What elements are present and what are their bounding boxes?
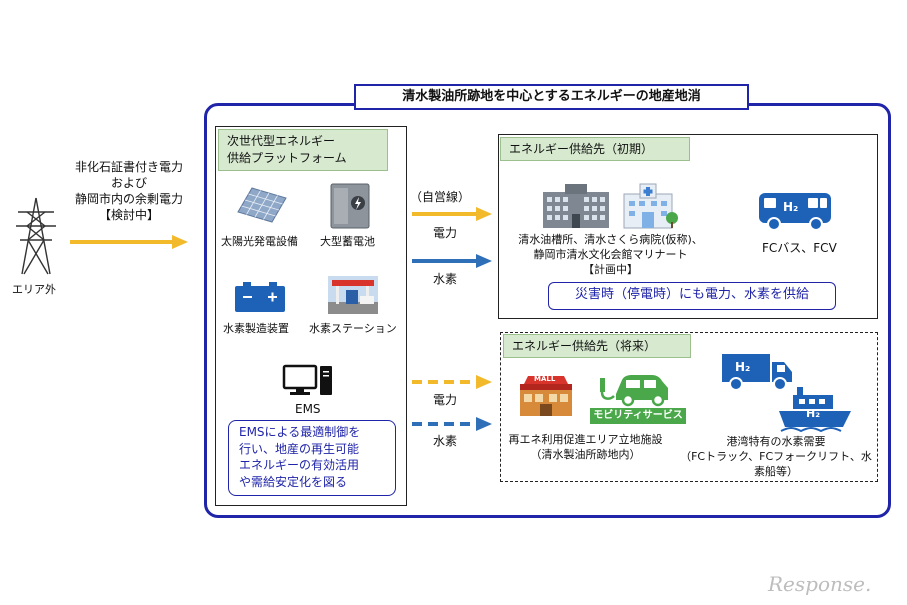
platform-label: 次世代型エネルギー 供給プラットフォーム: [218, 129, 388, 171]
solar-panel-icon: [237, 187, 287, 223]
ems-desc-line-4: や需給安定化を図る: [239, 474, 348, 489]
ev-car-icon: [600, 375, 668, 407]
input-line-1: 非化石証書付き電力: [74, 160, 183, 174]
hydrogen-station-icon: [328, 276, 378, 314]
hydrogen-arrow-bottom: [412, 417, 492, 431]
supply-future-box: [500, 332, 878, 482]
fc-bus-icon: [759, 193, 831, 231]
mall-icon: [520, 376, 572, 416]
demand-line-2: （FCトラック、FCフォークリフト、水素船等）: [680, 450, 872, 478]
tower-label: エリア外: [12, 283, 56, 296]
input-line-4: 【検討中】: [98, 208, 159, 222]
electrolyzer-icon: [235, 282, 285, 312]
disaster-note: 災害時（停電時）にも電力、水素を供給: [548, 282, 836, 310]
bus-h2-text: H₂: [783, 200, 799, 214]
power-arrow-top: [412, 207, 492, 221]
truck-h2-text: H₂: [735, 360, 751, 374]
input-line-2: および: [110, 176, 147, 190]
initial-facilities-text: 清水油槽所、清水さくら病院(仮称)、 静岡市清水文化会館マリナート 【計画中】: [503, 232, 718, 277]
hydrogen-label-top: 水素: [433, 272, 458, 286]
future-facility-line-2: （清水製油所跡地内）: [530, 448, 641, 461]
battery-label: 大型蓄電池: [320, 235, 375, 248]
hydrogen-label-bottom: 水素: [433, 434, 458, 448]
port-demand-text: 港湾特有の水素需要 （FCトラック、FCフォークリフト、水素船等）: [676, 434, 876, 479]
ems-description: EMSによる最適制御を 行い、地産の再生可能 エネルギーの有効活用 や需給安定化…: [228, 420, 396, 496]
power-label-bottom: 電力: [433, 393, 458, 407]
mobility-service-badge: モビリティサービス: [590, 408, 686, 424]
mall-sign-text: MALL: [534, 375, 556, 383]
facilities-line-2: 静岡市清水文化会館マリナート: [533, 248, 688, 261]
future-facility-line-1: 再エネ利用促進エリア立地施設: [508, 433, 663, 446]
ems-desc-line-2: 行い、地産の再生可能: [239, 441, 360, 456]
supply-initial-label: エネルギー供給先（初期）: [500, 137, 690, 161]
demand-line-1: 港湾特有の水素需要: [726, 435, 826, 448]
input-line-3: 静岡市内の余剰電力: [74, 192, 183, 206]
power-label-top: 電力: [433, 226, 458, 240]
hospital-icon: [623, 183, 678, 229]
office-building-icon: [543, 184, 609, 228]
solar-label: 太陽光発電設備: [221, 235, 298, 248]
bus-label: FCバス、FCV: [762, 241, 837, 255]
fc-truck-icon: [722, 354, 792, 391]
diagram-title: 清水製油所跡地を中心とするエネルギーの地産地消: [354, 84, 749, 110]
battery-storage-icon: [330, 183, 370, 229]
ems-label: EMS: [295, 402, 321, 416]
platform-label-line-1: 次世代型エネルギー: [227, 134, 336, 148]
supply-future-label: エネルギー供給先（将来）: [503, 334, 691, 358]
station-label: 水素ステーション: [309, 322, 397, 335]
hydrogen-ship-icon: [779, 387, 851, 433]
future-facility-text: 再エネ利用促進エリア立地施設 （清水製油所跡地内）: [503, 432, 668, 462]
facilities-line-1: 清水油槽所、清水さくら病院(仮称)、: [518, 233, 703, 246]
hydrogen-arrow-top: [412, 254, 492, 268]
ems-desc-line-1: EMSによる最適制御を: [239, 425, 361, 439]
power-arrow-bottom: [412, 375, 492, 389]
facilities-line-3: 【計画中】: [583, 263, 638, 276]
ems-desc-line-3: エネルギーの有効活用: [239, 458, 360, 472]
supply-initial-box: [498, 134, 878, 319]
watermark-logo: Response.: [768, 572, 872, 596]
electrolyzer-label: 水素製造装置: [223, 322, 289, 335]
input-power-text: 非化石証書付き電力 および 静岡市内の余剰電力 【検討中】: [54, 159, 204, 223]
energy-platform-box: [215, 126, 407, 506]
incoming-power-arrow: [70, 235, 188, 249]
transmission-tower-icon: [16, 197, 56, 275]
ship-h2-text: H₂: [806, 407, 821, 420]
ems-computer-icon: [282, 364, 332, 395]
self-line-label: （自営線）: [410, 190, 471, 204]
platform-label-line-2: 供給プラットフォーム: [227, 151, 347, 165]
